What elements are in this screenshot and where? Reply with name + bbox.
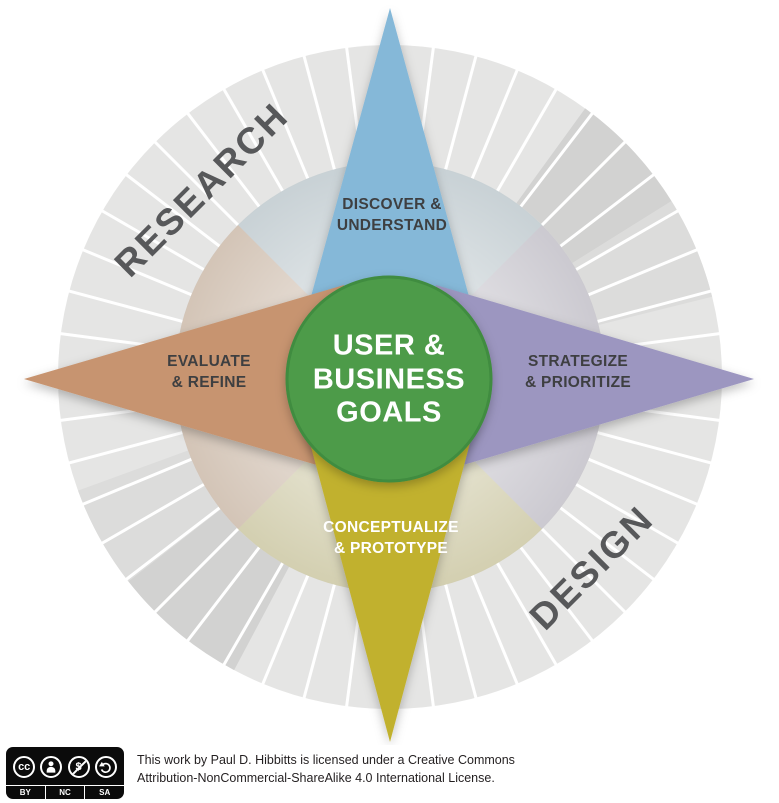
- cc-icons-row: cc $: [6, 747, 124, 785]
- ring-spoke: [97, 207, 207, 272]
- ring-spoke: [518, 545, 597, 646]
- ring-spoke: [443, 582, 479, 703]
- ring-spoke: [573, 207, 683, 272]
- ring-spokes: [53, 40, 727, 714]
- sharealike-arrow-icon: [94, 756, 117, 778]
- ring-spoke: [183, 545, 262, 646]
- ring-spoke: [558, 505, 659, 584]
- ring-spoke: [259, 65, 310, 181]
- ring-spoke: [558, 170, 659, 249]
- ring-spoke: [595, 430, 716, 466]
- ring-shade-ne-mid: [572, 201, 713, 325]
- ring-spoke: [495, 560, 560, 670]
- ring-spoke: [64, 430, 185, 466]
- attribution-person-icon: [40, 756, 63, 778]
- label-line: STRATEGIZE: [527, 353, 629, 371]
- ring-spoke: [183, 108, 262, 209]
- label-strategize: STRATEGIZE & PRIORITIZE: [525, 352, 631, 394]
- label-line: & PRIORITIZE: [524, 374, 632, 391]
- noncommercial-dollar-icon: $: [67, 756, 90, 778]
- ring-spoke: [518, 108, 597, 209]
- label-discover: DISCOVER & UNDERSTAND: [337, 195, 447, 237]
- cc-license-badge[interactable]: cc $ BY NC SA: [6, 747, 124, 799]
- label-evaluate: EVALUATE & REFINE: [167, 352, 251, 394]
- label-line: & PROTOTYPE: [333, 540, 449, 557]
- ring-spoke: [301, 582, 337, 703]
- ring-spoke: [220, 84, 285, 194]
- point-strategize: [436, 285, 754, 473]
- ring-spoke: [97, 482, 207, 547]
- ring-spoke: [470, 573, 521, 689]
- ring-spoke: [64, 288, 185, 324]
- ring-spoke: [78, 457, 194, 508]
- ring-spoke: [121, 170, 222, 249]
- ring-spoke: [301, 51, 337, 172]
- point-evaluate: [24, 285, 344, 473]
- label-line: USER &: [332, 329, 446, 362]
- license-text: This work by Paul D. Hibbitts is license…: [137, 752, 515, 787]
- license-line-2: Attribution-NonCommercial-ShareAlike 4.0…: [137, 770, 495, 785]
- ring-spoke: [150, 137, 241, 228]
- cc-label-nc: NC: [44, 786, 85, 799]
- label-line: EVALUATE: [167, 353, 251, 371]
- ring-spoke: [595, 288, 716, 324]
- ring-spoke: [539, 526, 630, 617]
- label-line: CONCEPTUALIZE: [323, 519, 459, 537]
- compass-diagram: [24, 8, 754, 742]
- point-conceptualize: [302, 413, 478, 742]
- center-circle: [285, 275, 493, 483]
- ring-shade-ne-dark: [516, 108, 672, 264]
- ring-spoke: [586, 246, 702, 297]
- center-goal-label: USER & BUSINESS GOALS: [313, 330, 465, 431]
- ring-spoke: [150, 526, 241, 617]
- label-line: BUSINESS: [312, 363, 466, 396]
- label-line: UNDERSTAND: [336, 217, 448, 234]
- ring-shade-sw-dark: [128, 509, 290, 671]
- cc-icon: cc: [13, 756, 36, 778]
- ring-spoke: [573, 482, 683, 547]
- ring-spoke: [586, 457, 702, 508]
- label-line: & REFINE: [171, 374, 247, 391]
- ring-spoke: [220, 560, 285, 670]
- ring-spoke: [470, 65, 521, 181]
- license-line-1: This work by Paul D. Hibbitts is license…: [137, 753, 515, 767]
- cc-label-sa: SA: [84, 786, 124, 799]
- ring-spoke: [443, 51, 479, 172]
- ring-spoke: [259, 573, 310, 689]
- ring-spoke: [121, 505, 222, 584]
- cc-label-by: BY: [19, 788, 31, 797]
- ring-spoke: [539, 137, 630, 228]
- cc-icon-glyph: cc: [18, 761, 31, 773]
- ring-spoke: [78, 246, 194, 297]
- cc-labels-row: BY NC SA: [6, 785, 124, 799]
- label-conceptualize: CONCEPTUALIZE & PROTOTYPE: [323, 518, 459, 560]
- ring-spoke: [495, 84, 560, 194]
- point-discover: [298, 8, 482, 344]
- label-line: GOALS: [336, 396, 442, 429]
- label-line: DISCOVER &: [342, 196, 442, 214]
